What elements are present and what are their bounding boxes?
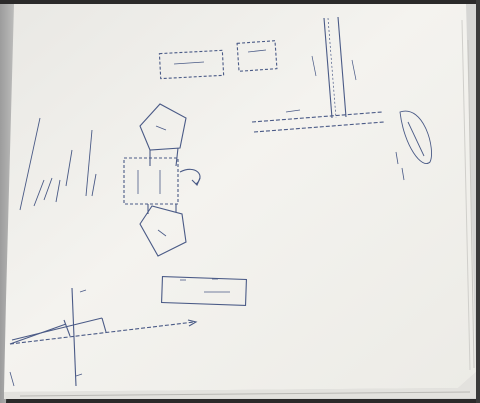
right-small-mark-1 (395, 151, 399, 165)
curved-arrow-head (191, 177, 201, 186)
vector-line-2 (11, 317, 103, 341)
paper-right-line-1 (461, 19, 471, 371)
paper-stack-line (19, 391, 471, 397)
upper-pentagon-scribble (155, 125, 167, 131)
axis-label-mark-top (79, 289, 87, 293)
t-beam-vertical-center (327, 17, 337, 119)
vector-line-3 (101, 317, 107, 333)
dashed-box-top-middle-scribble (247, 49, 267, 53)
lower-pentagon (139, 205, 187, 257)
dashed-box-top-left-scribble (173, 61, 205, 65)
left-note-line-7 (91, 173, 97, 197)
connector-right (175, 147, 179, 167)
paper-stack-edge (4, 372, 476, 399)
axis-horizontal-dashed (9, 321, 195, 345)
left-note-line-1 (19, 117, 41, 211)
t-beam-label-scribble (285, 109, 301, 113)
left-note-line-4 (55, 179, 61, 203)
dashed-box-top-left (158, 49, 225, 80)
right-small-mark-2 (401, 167, 405, 181)
left-note-line-2 (33, 179, 45, 207)
lower-pentagon-scribble (157, 229, 167, 237)
ink-drawing (9, 16, 432, 387)
axis-vertical (71, 287, 77, 387)
t-beam-side-mark-2 (351, 59, 357, 81)
t-beam-side-mark-1 (311, 55, 317, 77)
top-dark-edge (0, 0, 480, 4)
upper-pentagon (139, 103, 187, 151)
right-circled-note-text (407, 121, 425, 157)
bottom-rectangle (161, 275, 247, 307)
axis-label-mark-bottom (75, 373, 83, 377)
paper-right-line-2 (467, 39, 475, 369)
right-circled-note (399, 110, 432, 164)
left-note-line-6 (85, 129, 93, 197)
corner-mark (9, 371, 15, 387)
axis-arrowhead (187, 319, 198, 327)
t-beam-horizontal-bottom (253, 121, 385, 133)
t-beam-vertical-right (337, 16, 347, 118)
paper-sheet (4, 4, 476, 392)
middle-dashed-block (123, 157, 179, 205)
dashed-box-top-middle (236, 40, 278, 72)
right-dark-edge (476, 0, 480, 403)
t-beam-horizontal-top (251, 111, 383, 123)
vector-line-4 (63, 319, 71, 337)
left-note-line-5 (65, 149, 73, 187)
left-note-line-3 (43, 177, 53, 201)
bottom-dark-edge (0, 399, 480, 403)
t-beam-vertical-left (323, 17, 333, 119)
